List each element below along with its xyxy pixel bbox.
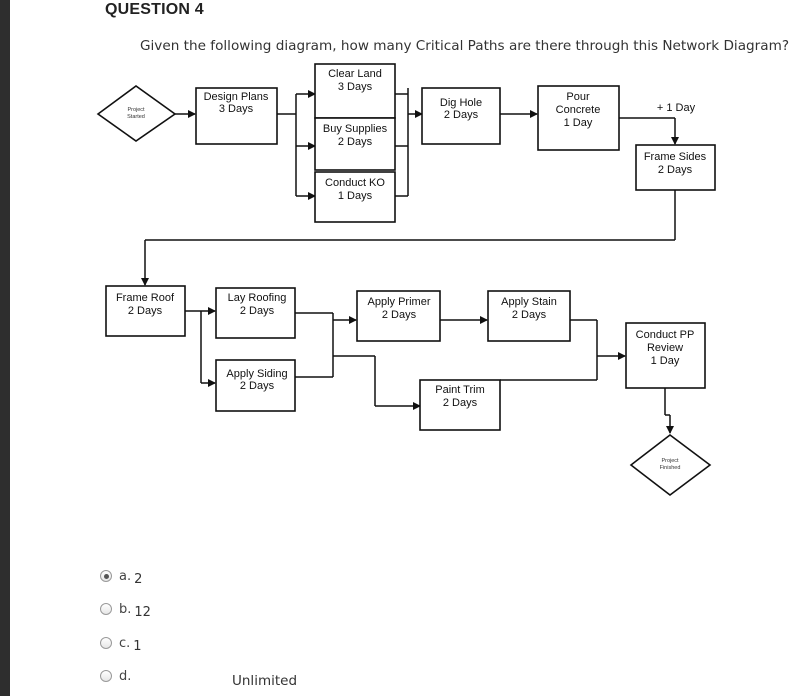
conduct-pp-name-1: Conduct PP [636, 329, 695, 341]
conduct-pp-duration: 1 Day [651, 355, 680, 367]
pour-concrete-node: Pour Concrete 1 Day [537, 85, 620, 151]
apply-siding-duration: 2 Days [240, 380, 275, 392]
clear-land-node: Clear Land 3 Days [314, 63, 396, 119]
apply-stain-node: Apply Stain 2 Days [487, 290, 571, 342]
option-a-value: 2 [134, 571, 143, 587]
option-c-value: 1 [133, 638, 142, 654]
pour-concrete-name-2: Concrete [556, 104, 601, 116]
conduct-ko-name: Conduct KO [325, 177, 385, 189]
option-c-letter: c. [119, 635, 131, 651]
clear-land-name: Clear Land [328, 68, 382, 80]
buy-supplies-node: Buy Supplies 2 Days [314, 117, 396, 171]
apply-primer-duration: 2 Days [382, 309, 417, 321]
conduct-pp-review-node: Conduct PP Review 1 Day [625, 322, 706, 389]
network-diagram: Project Started Design Plans 3 Days Clea… [96, 63, 716, 497]
lay-roofing-node: Lay Roofing 2 Days [215, 287, 296, 339]
finish-label-line1: Project [661, 458, 679, 464]
apply-primer-name: Apply Primer [368, 296, 431, 308]
design-plans-node: Design Plans 3 Days [195, 87, 278, 145]
conduct-ko-duration: 1 Days [338, 190, 373, 202]
radio-b[interactable] [100, 603, 112, 615]
frame-roof-name: Frame Roof [116, 292, 175, 304]
radio-d[interactable] [100, 670, 112, 682]
frame-sides-name: Frame Sides [644, 151, 707, 163]
option-d-letter: d. [119, 668, 132, 684]
conduct-pp-name-2: Review [647, 342, 683, 354]
paint-trim-name: Paint Trim [435, 384, 485, 396]
lag-label: + 1 Day [657, 102, 696, 114]
answer-option-a[interactable]: a. 2 [100, 566, 143, 587]
buy-supplies-name: Buy Supplies [323, 123, 388, 135]
dig-hole-name: Dig Hole [440, 97, 482, 109]
frame-roof-duration: 2 Days [128, 305, 163, 317]
answer-option-b[interactable]: b. 12 [100, 599, 151, 620]
answer-option-d[interactable]: d. [100, 666, 131, 686]
dig-hole-duration: 2 Days [444, 109, 479, 121]
project-started-node: Project Started [96, 85, 177, 142]
apply-primer-node: Apply Primer 2 Days [356, 290, 441, 342]
option-a-letter: a. [119, 568, 132, 584]
design-plans-duration: 3 Days [219, 103, 254, 115]
apply-siding-name: Apply Siding [226, 368, 287, 380]
frame-sides-node: Frame Sides 2 Days [635, 144, 716, 191]
question-title: QUESTION 4 [105, 1, 204, 18]
pour-concrete-name-1: Pour [566, 91, 590, 103]
window-edge [0, 0, 10, 696]
paint-trim-node: Paint Trim 2 Days [419, 379, 501, 431]
pour-concrete-duration: 1 Day [564, 117, 593, 129]
finish-label-line2: Finished [660, 465, 681, 471]
lay-roofing-name: Lay Roofing [228, 292, 287, 304]
clear-land-duration: 3 Days [338, 81, 373, 93]
apply-stain-name: Apply Stain [501, 296, 557, 308]
dig-hole-node: Dig Hole 2 Days [421, 87, 501, 145]
project-finished-node: Project Finished [629, 433, 712, 497]
design-plans-name: Design Plans [204, 91, 269, 103]
buy-supplies-duration: 2 Days [338, 136, 373, 148]
apply-siding-node: Apply Siding 2 Days [215, 359, 296, 412]
start-label-line1: Project [127, 107, 145, 113]
paint-trim-duration: 2 Days [443, 397, 478, 409]
start-label-line2: Started [127, 114, 145, 120]
apply-stain-duration: 2 Days [512, 309, 547, 321]
answer-option-c[interactable]: c. 1 [100, 633, 142, 654]
option-b-value: 12 [134, 604, 151, 620]
conduct-ko-node: Conduct KO 1 Days [314, 171, 396, 223]
radio-c[interactable] [100, 637, 112, 649]
diagram-connectors [141, 88, 679, 434]
option-b-letter: b. [119, 601, 132, 617]
frame-sides-duration: 2 Days [658, 164, 693, 176]
question-prompt: Given the following diagram, how many Cr… [140, 38, 790, 54]
frame-roof-node: Frame Roof 2 Days [105, 285, 186, 337]
lay-roofing-duration: 2 Days [240, 305, 275, 317]
option-d-value: Unlimited [232, 673, 298, 689]
radio-a[interactable] [100, 570, 112, 582]
